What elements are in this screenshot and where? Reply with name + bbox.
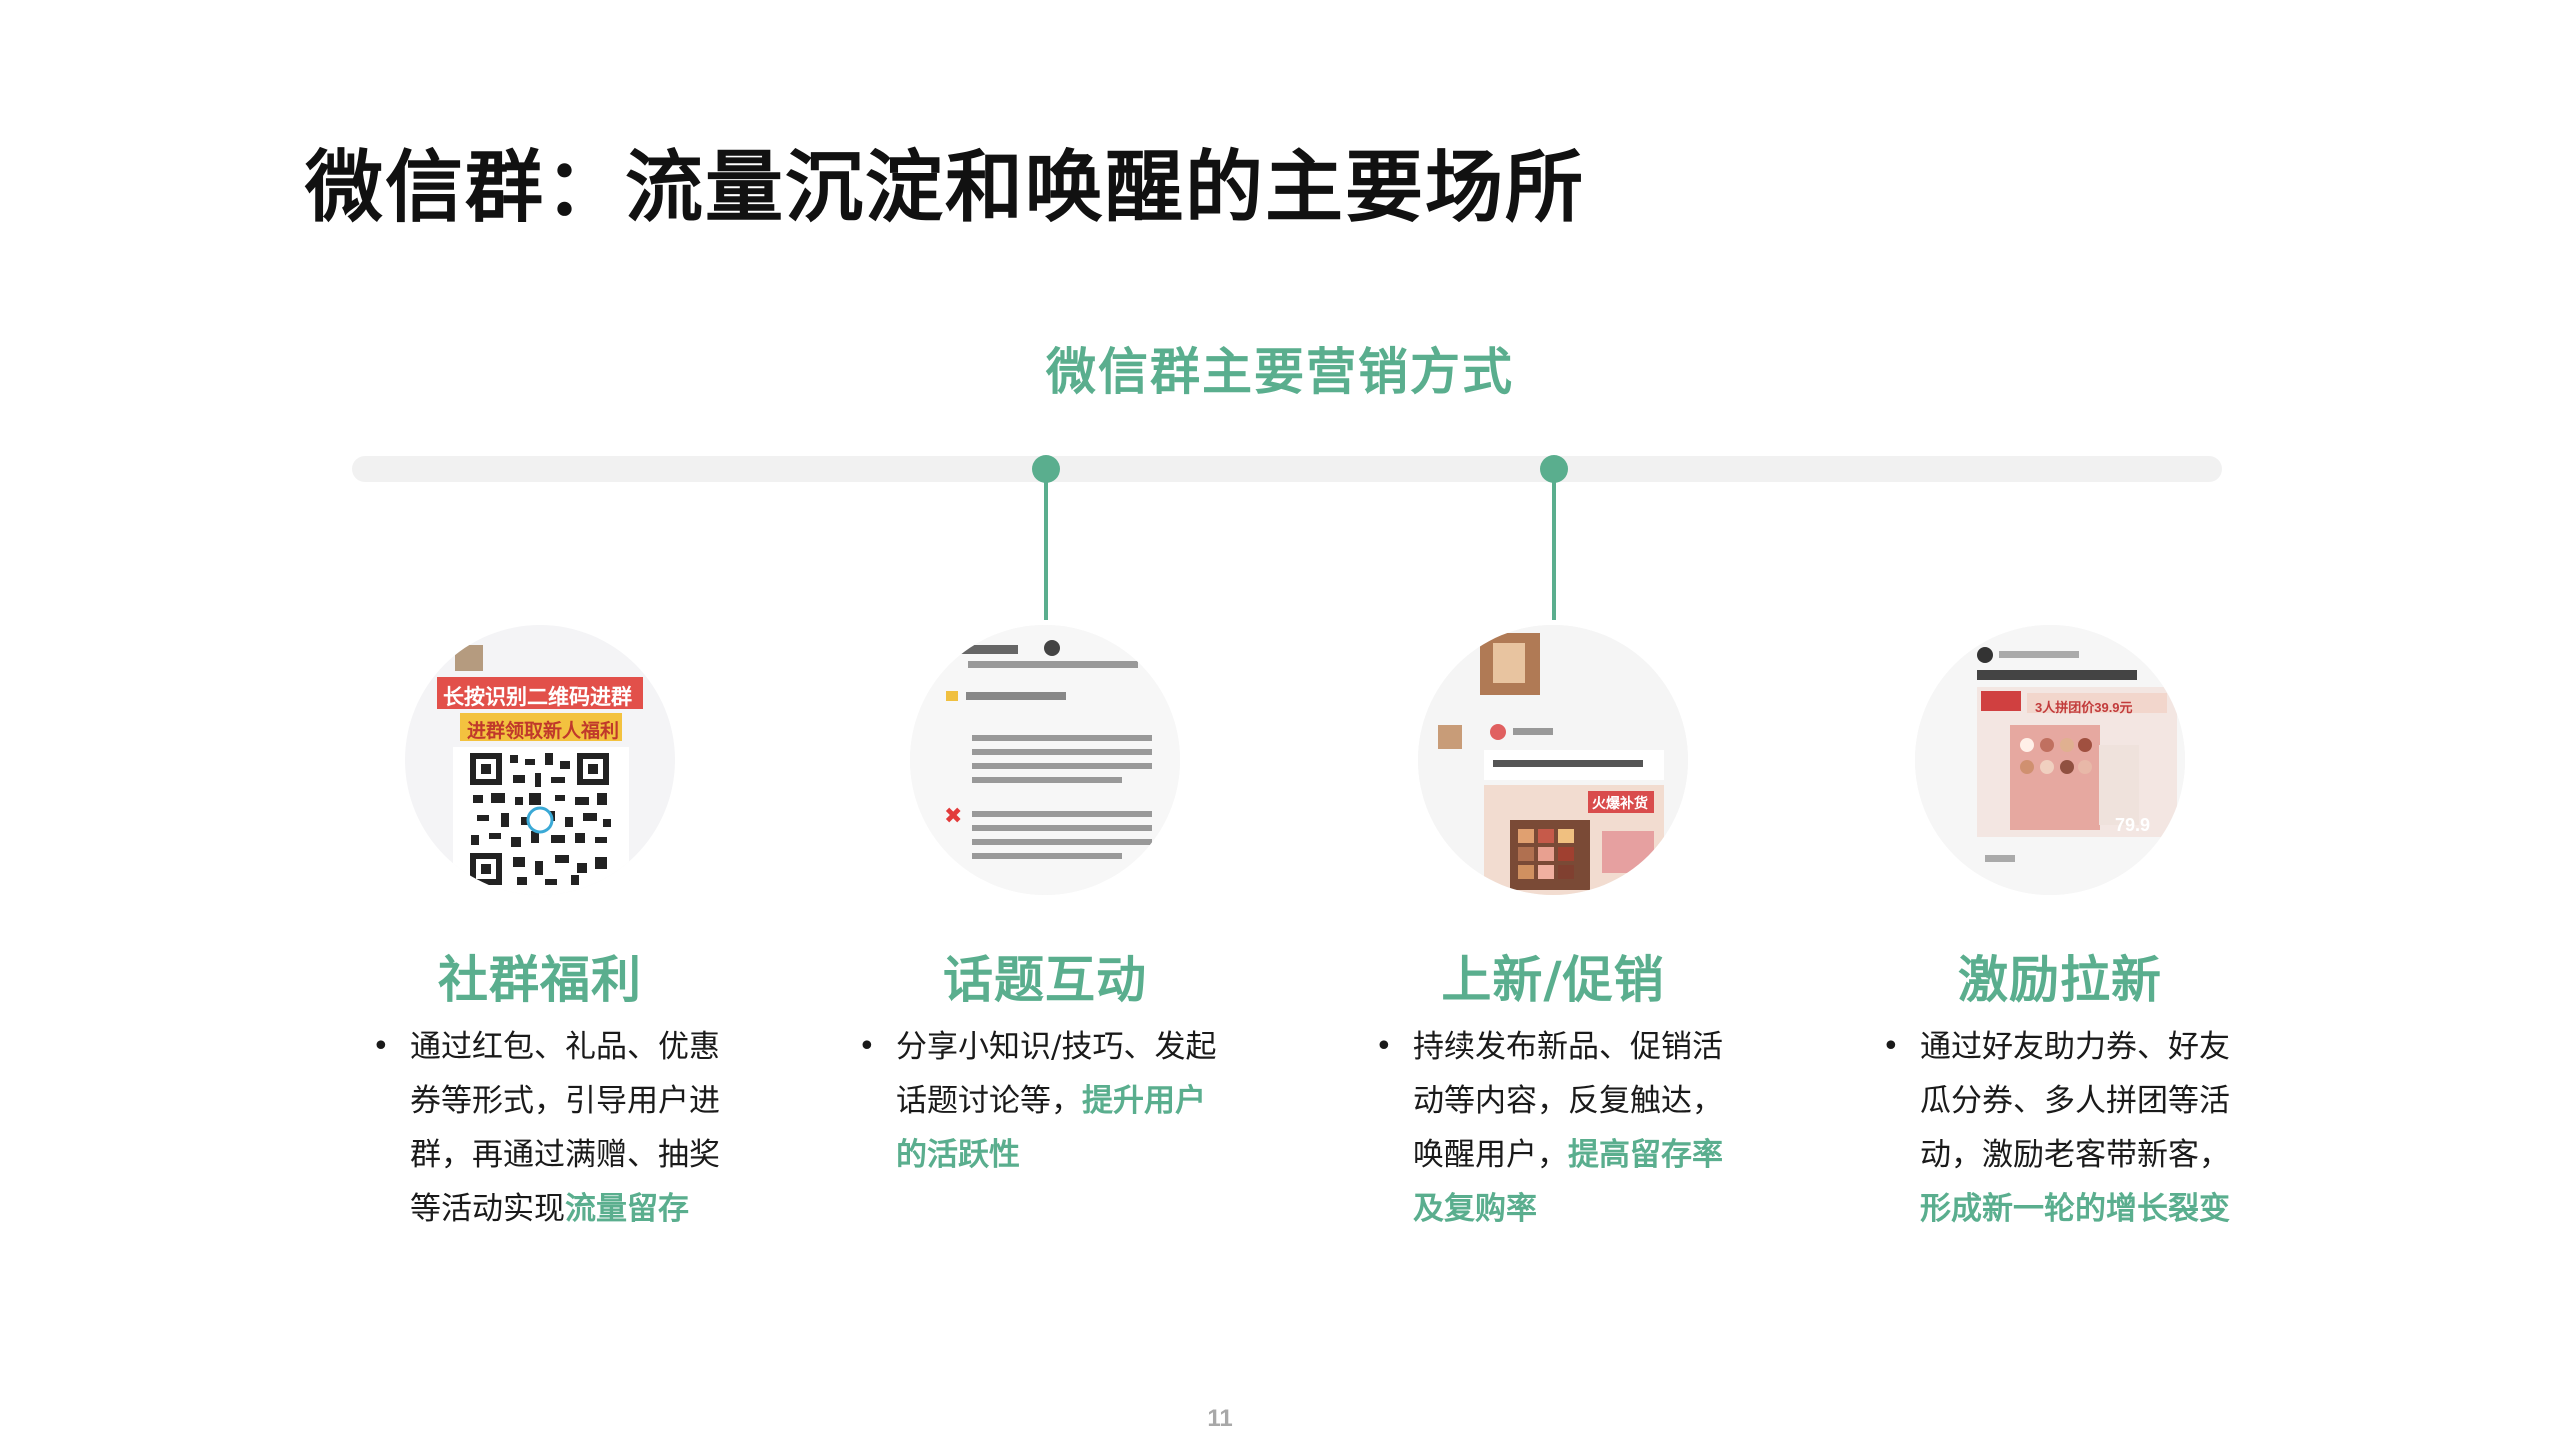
column-text-referral: • 通过好友助力券、好友瓜分券、多人拼团等活动，激励老客带新客， 形成新一轮的增长… (1882, 1020, 2250, 1236)
bullet-icon: • (1375, 1029, 1393, 1064)
text-body: 持续发布新品、促销活动等内容，反复触达，唤醒用户， (1413, 1029, 1723, 1173)
column-text-community-benefits: • 通过红包、礼品、优惠券等形式，引导用户进群，再通过满赠、抽奖等活动实现流量留… (372, 1020, 740, 1236)
timeline-connector-2 (1044, 480, 1048, 620)
text-highlight: 提升用户的活跃性 (896, 1083, 1206, 1173)
new-product-promo-image: 火爆补货 (1418, 625, 1688, 895)
column-title-new-promo: 上新/促销 (1441, 950, 1665, 1009)
text-body: 通过红包、礼品、优惠券等形式，引导用户进群，再通过满赠、抽奖等活动实现 (410, 1029, 720, 1227)
timeline-node-3 (1540, 455, 1568, 483)
column-text-topic-interaction: • 分享小知识/技巧、发起话题讨论等，提升用户的活跃性 (858, 1020, 1226, 1182)
promo-tag-text: 火爆补货 (1592, 795, 1648, 811)
qr-banner-text: 长按识别二维码进群 (443, 686, 632, 709)
page-number: 11 (1207, 1405, 1233, 1432)
timeline-bar (352, 456, 2222, 482)
column-title-topic-interaction: 话题互动 (943, 950, 1147, 1009)
bullet-icon: • (372, 1029, 390, 1064)
text-body: 分享小知识/技巧、发起话题讨论等， (896, 1029, 1217, 1119)
text-highlight: 提高留存率及复购率 (1413, 1137, 1723, 1227)
deal-price: 79.9 (2115, 815, 2151, 835)
timeline-connector-3 (1552, 480, 1556, 620)
section-subtitle: 微信群主要营销方式 (1046, 342, 1514, 401)
svg-text:✖: ✖ (944, 804, 962, 829)
timeline-node-2 (1032, 455, 1060, 483)
page-title: 微信群：流量沉淀和唤醒的主要场所 (305, 142, 1586, 233)
column-title-community-benefits: 社群福利 (438, 950, 642, 1009)
bullet-icon: • (1882, 1029, 1900, 1064)
text-highlight: 形成新一轮的增长裂变 (1920, 1191, 2230, 1227)
topic-interaction-image: ✖ (910, 625, 1180, 895)
column-text-new-promo: • 持续发布新品、促销活动等内容，反复触达，唤醒用户，提高留存率及复购率 (1375, 1020, 1743, 1236)
text-body: 通过好友助力券、好友瓜分券、多人拼团等活动，激励老客带新客， (1920, 1029, 2230, 1173)
community-benefit-image: 长按识别二维码进群 进群领取新人福利 (405, 625, 675, 895)
qr-banner-subtext: 进群领取新人福利 (467, 721, 620, 742)
bullet-icon: • (858, 1029, 876, 1064)
column-title-referral: 激励拉新 (1958, 950, 2162, 1009)
referral-deal-image: 3人拼团价39.9元 79.9 (1915, 625, 2185, 895)
deal-text: 3人拼团价39.9元 (2035, 700, 2133, 715)
text-highlight: 流量留存 (565, 1191, 689, 1227)
